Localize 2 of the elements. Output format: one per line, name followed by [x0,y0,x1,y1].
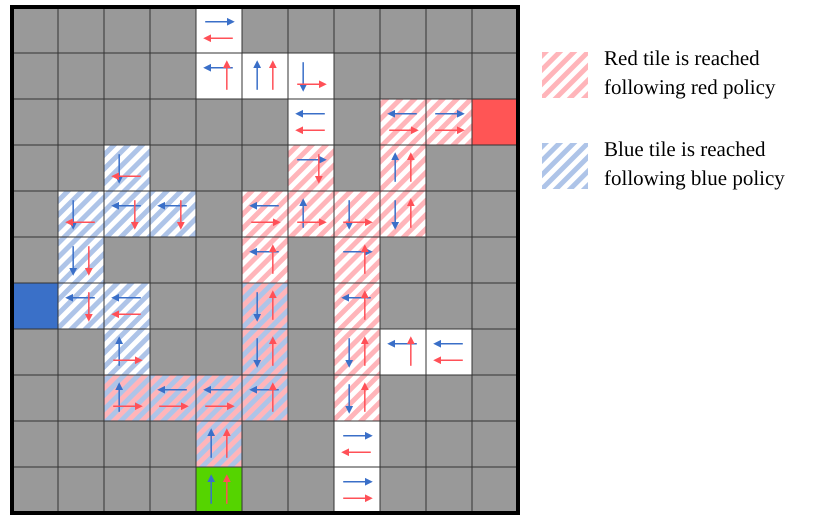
legend-text: Blue tile is reached following blue policy [604,136,786,192]
legend-text: Red tile is reached following red policy [604,45,776,101]
